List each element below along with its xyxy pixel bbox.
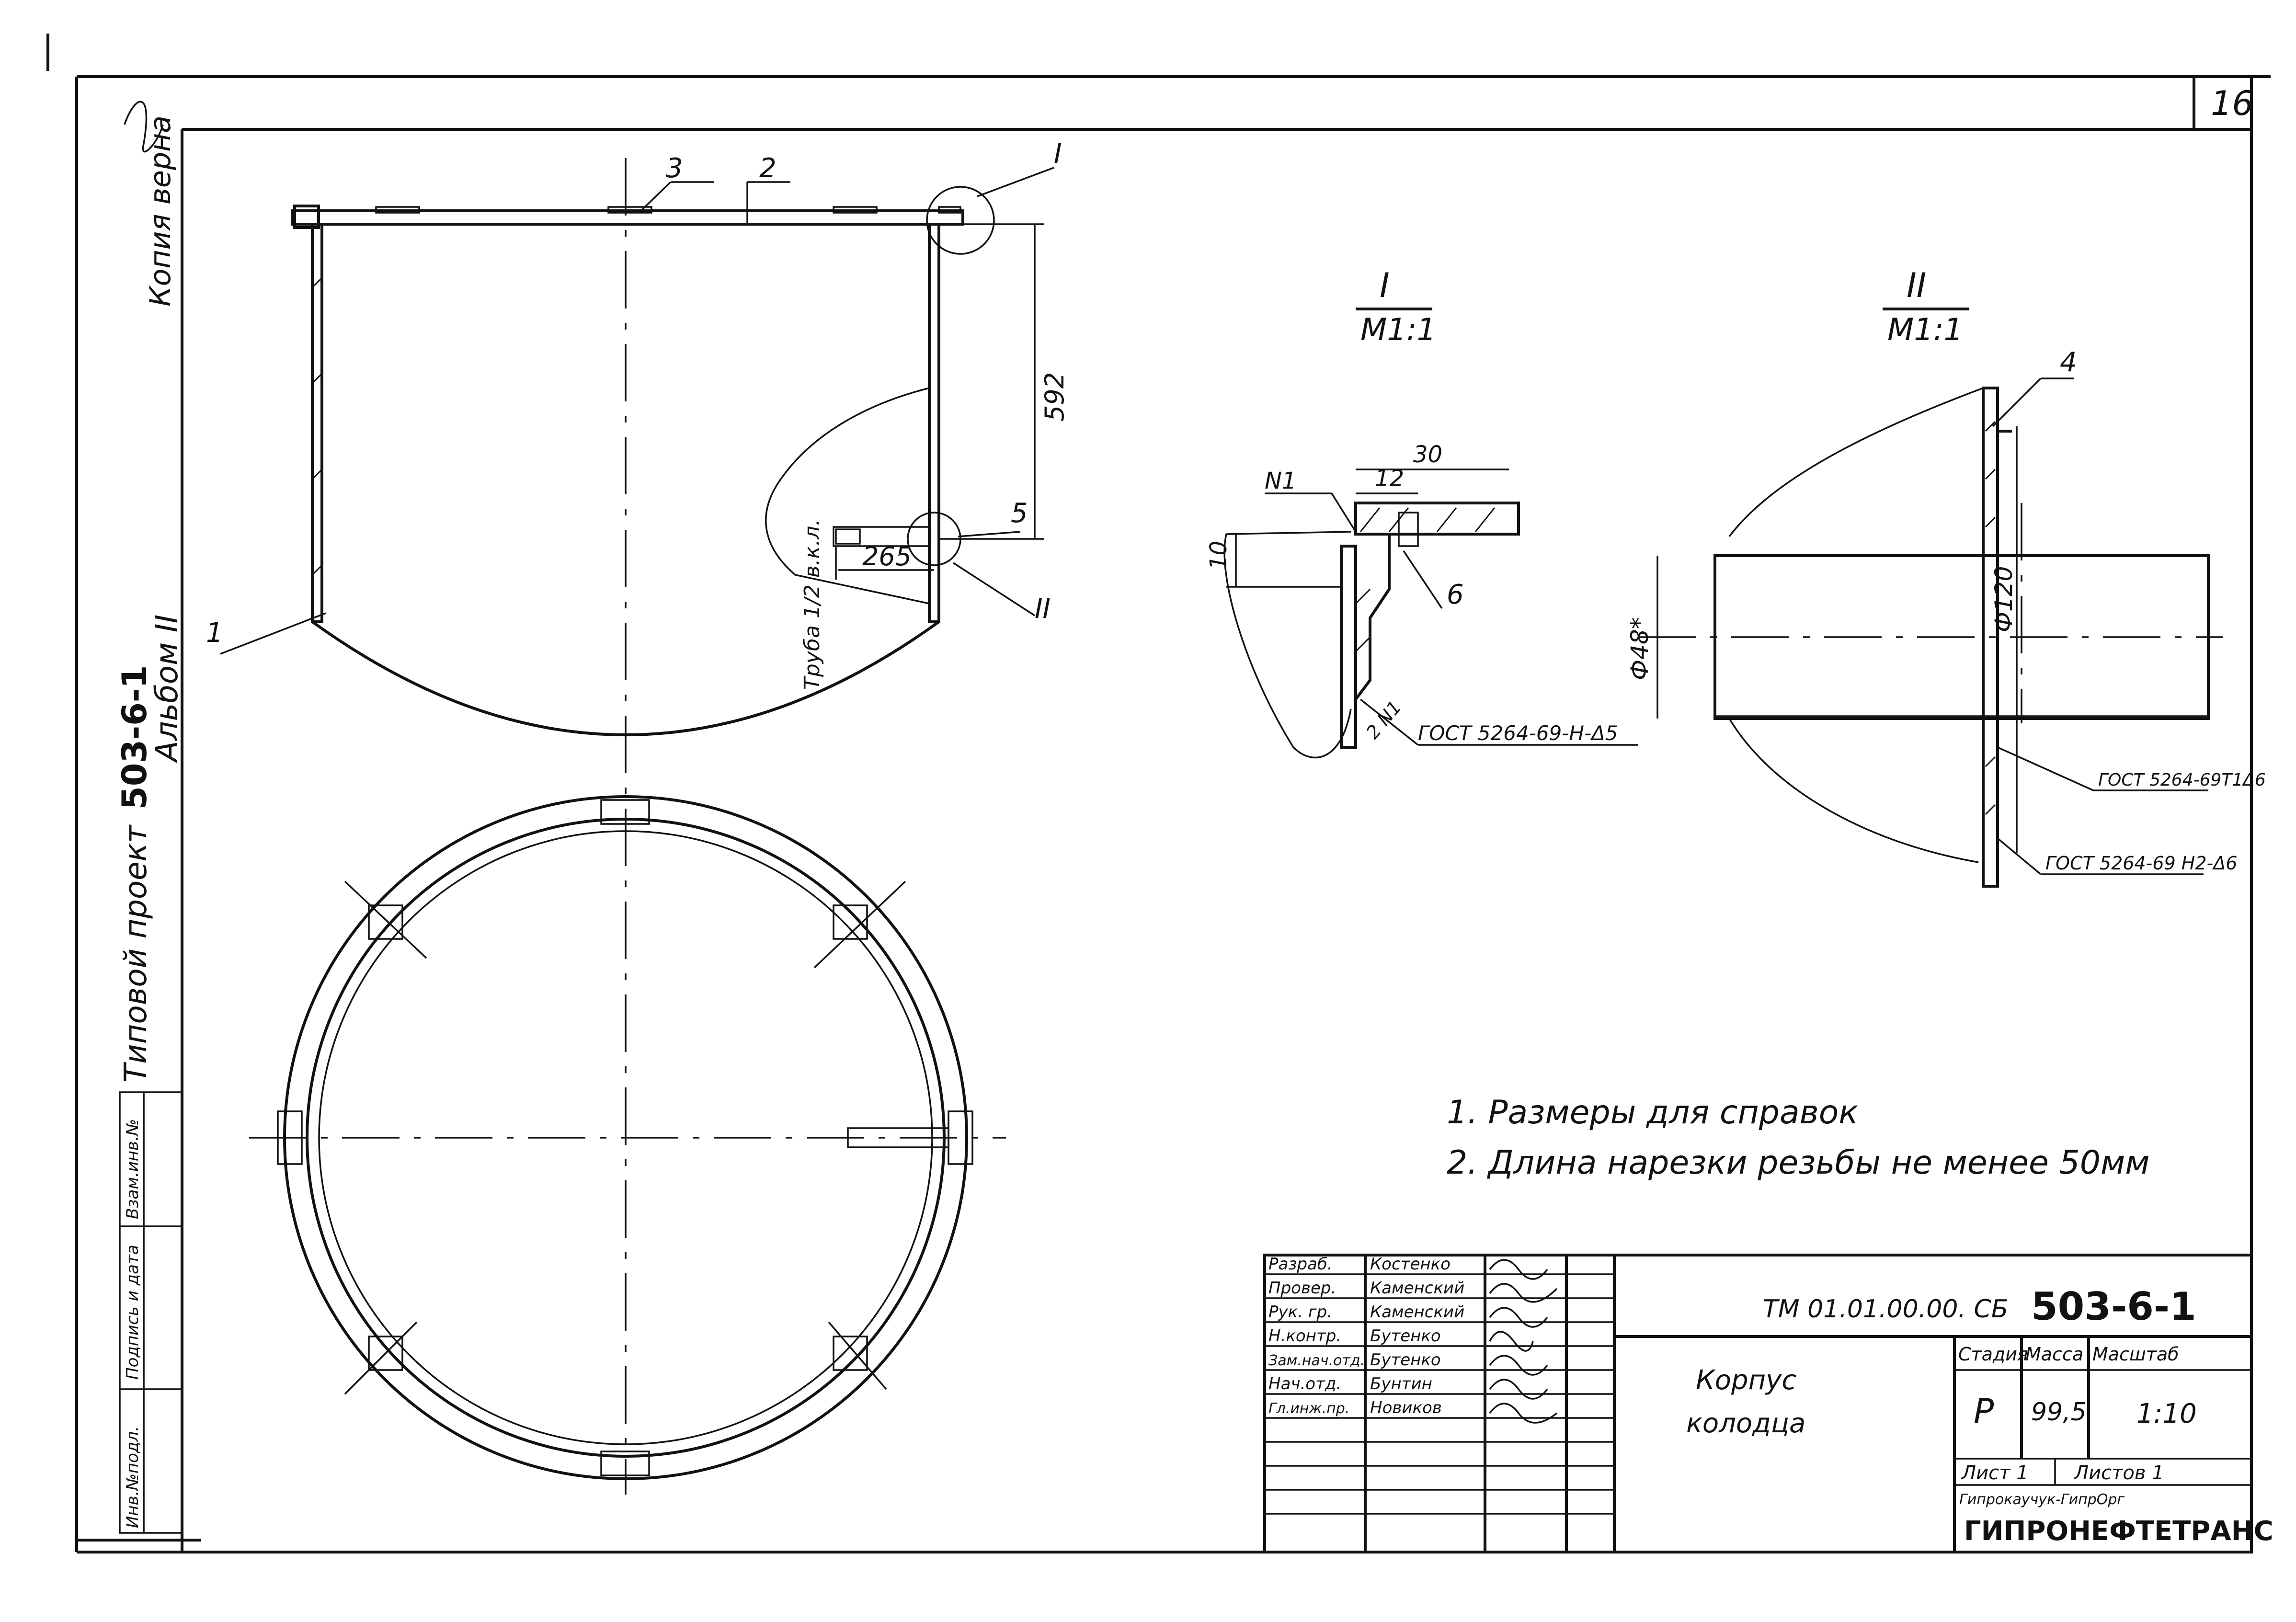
role-3: Н.контр. (1268, 1326, 1341, 1346)
callout-5: 5 (1011, 498, 1028, 529)
signature-0 (1489, 1259, 1548, 1280)
dim-30: 30 (1413, 441, 1442, 468)
album-label: Альбом II (149, 615, 185, 764)
field-label-sign: Подпись и дата (123, 1245, 142, 1380)
sheet-label: Лист 1 (1961, 1462, 2029, 1484)
stage-value: Р (1974, 1392, 1994, 1431)
title-block-rows: Разраб. Костенко Провер. Каменский Рук. … (1268, 1255, 1558, 1424)
signature-mark (124, 101, 164, 153)
item-name-2: колодца (1686, 1408, 1805, 1439)
role-6: Гл.инж.пр. (1268, 1400, 1349, 1417)
sheets-label: Листов 1 (2073, 1462, 2164, 1484)
section-II-title: II (1907, 266, 1926, 305)
item-name-1: Корпус (1696, 1365, 1796, 1396)
name-2: Каменский (1370, 1302, 1464, 1322)
note-1: 1. Размеры для справок (1447, 1094, 1858, 1131)
signature-5 (1489, 1379, 1548, 1400)
margin-stamp: Копия верна 503-6-1 Типовой проект Альбо… (115, 101, 185, 1534)
detail-II-view (1638, 308, 2223, 888)
detail-mark-I: I (1054, 138, 1062, 170)
signature-1 (1489, 1283, 1558, 1303)
field-label-replace: Взам.инв.№ (123, 1119, 142, 1219)
dim-10: 10 (1205, 541, 1232, 570)
margin-project-code: 503-6-1 (115, 665, 154, 810)
role-0: Разраб. (1268, 1255, 1333, 1274)
name-5: Бунтин (1370, 1374, 1432, 1394)
callout-2: 2 (759, 153, 777, 184)
pipe-label: Труба 1/2 в.к.л. (800, 519, 824, 690)
org-name: ГИПРОНЕФТЕТРАНС (1964, 1516, 2273, 1547)
role-4: Зам.нач.отд. (1268, 1352, 1365, 1369)
org-small: Гипрокаучук-ГипрОрг (1959, 1491, 2125, 1508)
main-elevation-view (220, 158, 1054, 1495)
detail-I-view (1223, 308, 1638, 759)
signature-6 (1489, 1403, 1558, 1424)
section-I-title: I (1380, 266, 1390, 305)
dim-265: 265 (862, 541, 912, 571)
mass-label: Масса (2025, 1344, 2083, 1365)
weld-code-I: ГОСТ 5264-69-Н-Δ5 (1418, 721, 1618, 745)
doc-number: ТМ 01.01.00.00. СБ (1763, 1295, 2008, 1324)
signature-3 (1489, 1331, 1534, 1352)
title-project-code: 503-6-1 (2031, 1284, 2196, 1329)
name-4: Бутенко (1370, 1350, 1441, 1370)
callout-3: 3 (666, 153, 683, 184)
scale-value: 1:10 (2136, 1398, 2197, 1429)
callout-4: 4 (2060, 347, 2077, 378)
section-I-scale: М1:1 (1360, 312, 1436, 348)
sheet-frame (46, 34, 2271, 1553)
name-1: Каменский (1370, 1279, 1464, 1298)
weld-mark-N1: N1 (1265, 468, 1296, 494)
signature-2 (1489, 1307, 1548, 1328)
project-type: Типовой проект (118, 824, 154, 1083)
field-label-inv: Инв.№подл. (123, 1426, 142, 1528)
weld-count: 2 N1 (1362, 697, 1405, 742)
plan-view (249, 795, 1006, 1480)
section-II-scale: М1:1 (1887, 312, 1963, 348)
scale-label: Масштаб (2092, 1344, 2179, 1365)
weld-code-II-1: ГОСТ 5264-69Т1Δ6 (2098, 770, 2266, 790)
callout-1: 1 (206, 617, 223, 649)
stage-label: Стадия (1958, 1344, 2028, 1365)
name-6: Новиков (1370, 1398, 1442, 1417)
dim-592: 592 (1039, 372, 1070, 422)
weld-code-II-2: ГОСТ 5264-69 Н2-Δ6 (2045, 853, 2237, 874)
title-block (1263, 1254, 2253, 1553)
dim-12: 12 (1375, 465, 1404, 492)
mass-value: 99,5 (2031, 1398, 2087, 1427)
copy-mark: Копия верна (144, 115, 177, 307)
name-0: Костенко (1370, 1255, 1451, 1274)
sheet-number: 16 (2211, 84, 2253, 123)
signature-4 (1489, 1355, 1548, 1376)
role-1: Провер. (1268, 1279, 1336, 1298)
name-3: Бутенко (1370, 1326, 1441, 1346)
role-5: Нач.отд. (1268, 1374, 1341, 1394)
callout-6: 6 (1447, 579, 1464, 610)
detail-mark-II: II (1035, 594, 1051, 625)
note-2: 2. Длина нарезки резьбы не менее 50мм (1447, 1144, 2150, 1182)
dim-hole-diameter: Ф120 (1990, 566, 2018, 632)
dim-outer-diameter: Ф48* (1626, 617, 1654, 680)
role-2: Рук. гр. (1268, 1302, 1332, 1322)
